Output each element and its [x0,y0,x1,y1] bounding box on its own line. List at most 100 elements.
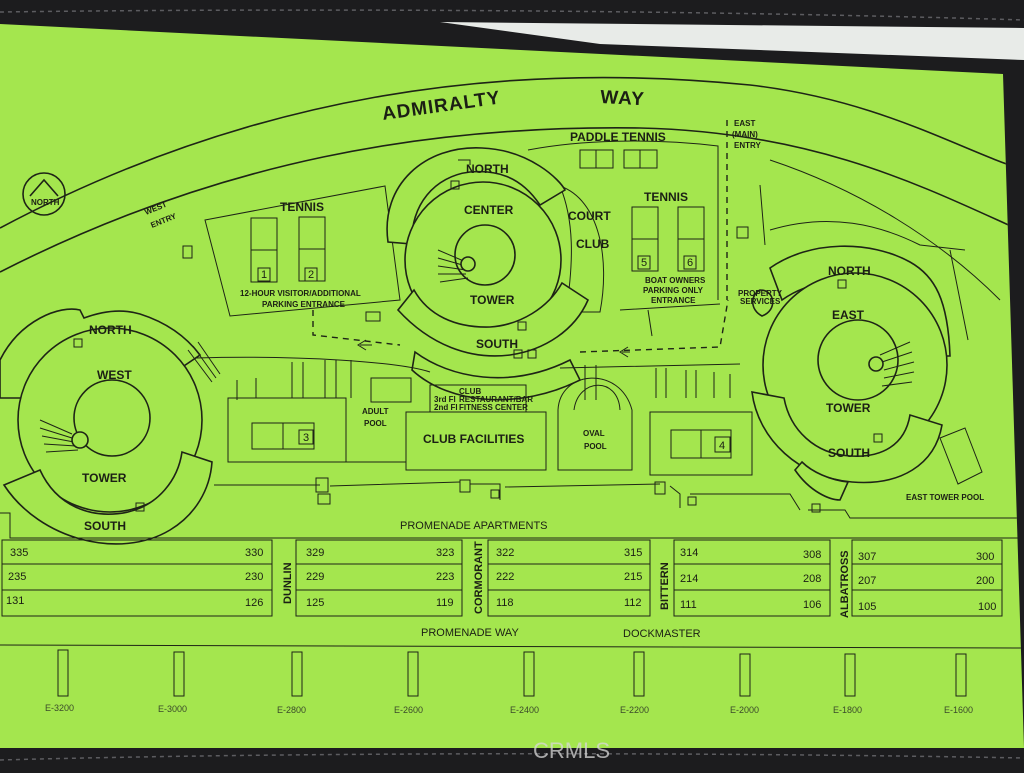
property-services-label-2: SERVICES [740,297,781,306]
apartment-blocks [1,539,1003,617]
west-tower-core [73,379,151,457]
east-entry-label-2: (MAIN) [732,130,758,139]
east-curb-2 [759,184,766,246]
east-entry-label-1: EAST [734,119,755,128]
west-tower [0,308,221,545]
center-tower [386,147,590,401]
visitor-parking-label-1: 12-HOUR VISITOR/ADDITIONAL [240,289,361,298]
svg-text:2: 2 [308,269,314,281]
tennis-court-5: 5 [631,206,659,272]
club-fitness: FITNESS CENTER [459,403,528,412]
east-tower-pool-deck [939,427,983,485]
unit-200: 200 [976,575,994,587]
east-curb [769,159,1001,301]
tennis-right-title: TENNIS [644,190,688,204]
lane-bittern: BITTERN [659,562,671,610]
admiralty-way-outer [0,76,1024,229]
west-tower-name: WEST [97,368,132,382]
oval-pool-label-1: OVAL [583,429,605,438]
unit-322: 322 [496,547,514,559]
promenade-marker-icon-3 [811,503,821,513]
center-tower-node [460,256,476,272]
east-tower-core [817,319,899,401]
unit-314: 314 [680,547,698,559]
svg-text:3: 3 [303,432,309,444]
svg-text:1: 1 [261,269,267,281]
paddle-tennis-label: PADDLE TENNIS [570,130,666,144]
oval-pool-area [557,377,633,471]
east-north-marker-icon [837,279,847,289]
paddle-tennis-courts [579,149,658,169]
paddle-tennis-boundary [527,140,719,300]
boat-parking-label-2: PARKING ONLY [643,286,704,295]
center-south-marker-icon-1 [513,349,523,359]
crmls-watermark: CRMLS [533,738,610,763]
promenade-way-label: PROMENADE WAY [421,627,519,639]
unit-100: 100 [978,601,996,613]
unit-235: 235 [8,571,26,583]
east-tower-name: EAST [832,308,865,322]
club-2nd-floor: 2nd Fl [434,403,458,412]
north-arrow-icon: NORTH [22,172,66,216]
promenade-gate-icons [315,477,666,505]
tennis-left-title: TENNIS [280,200,324,214]
court-club-building [559,185,605,313]
adult-pool-label-1: ADULT [362,407,389,416]
svg-text:5: 5 [641,257,647,269]
unit-335: 335 [10,547,28,559]
east-tower-pool-label: EAST TOWER POOL [906,493,984,502]
east-entry-label-3: ENTRY [734,141,761,150]
unit-125: 125 [306,597,324,609]
unit-315: 315 [624,547,642,559]
svg-text:4: 4 [719,440,725,452]
adult-pool-shape [370,377,412,403]
east-tower-marker-icon [873,433,883,443]
way-label: WAY [600,87,646,110]
unit-308: 308 [803,549,821,561]
east-tower-node [868,356,884,372]
pier-slips [57,649,967,697]
unit-111: 111 [680,599,697,611]
admiralty-way-inner [0,127,1024,273]
pier-e2800: E-2800 [277,705,306,715]
tennis-court-2: 2 [298,216,326,282]
center-south-marker-icon-2 [527,349,537,359]
unit-131: 131 [6,595,24,607]
west-tower-stairs [39,419,79,453]
lane-cormorant: CORMORANT [473,541,485,614]
tennis-court-6: 6 [677,206,705,272]
unit-229: 229 [306,571,324,583]
court-club-label-1: COURT [568,209,611,223]
svg-text:6: 6 [687,257,693,269]
pier-e2000: E-2000 [730,705,759,715]
club-restaurant: RESTAURANT/BAR [459,395,533,404]
east-tower-annex [793,460,850,501]
west-tower-south-wing [2,450,213,545]
east-tower-south-label: SOUTH [828,446,870,460]
west-tower-node [71,431,89,449]
center-north-marker-icon [450,180,460,190]
east-tower-north-label: NORTH [828,264,871,278]
unit-118: 118 [496,597,514,609]
pier-e3200: E-3200 [45,703,74,713]
west-entry-booth [182,245,193,259]
club-title: CLUB [459,387,481,396]
unit-230: 230 [245,571,263,583]
boat-parking-lines [619,303,721,337]
west-tower-tower-label: TOWER [82,471,127,485]
lane-albatross: ALBATROSS [839,550,851,618]
left-tennis-lot [204,185,401,317]
unit-112: 112 [624,597,642,609]
center-tower-tower-label: TOWER [470,293,515,307]
club-facilities-building [405,411,547,471]
east-tower [751,220,983,501]
seat-stitching [0,9,1024,21]
paper-behind [440,22,1024,60]
boat-parking-label-1: BOAT OWNERS [645,276,706,285]
promenade-walls [214,481,1020,519]
parking-stalls [236,360,731,400]
center-tower-name: CENTER [464,203,514,217]
unit-223: 223 [436,571,454,583]
east-entry-booth [736,226,749,239]
